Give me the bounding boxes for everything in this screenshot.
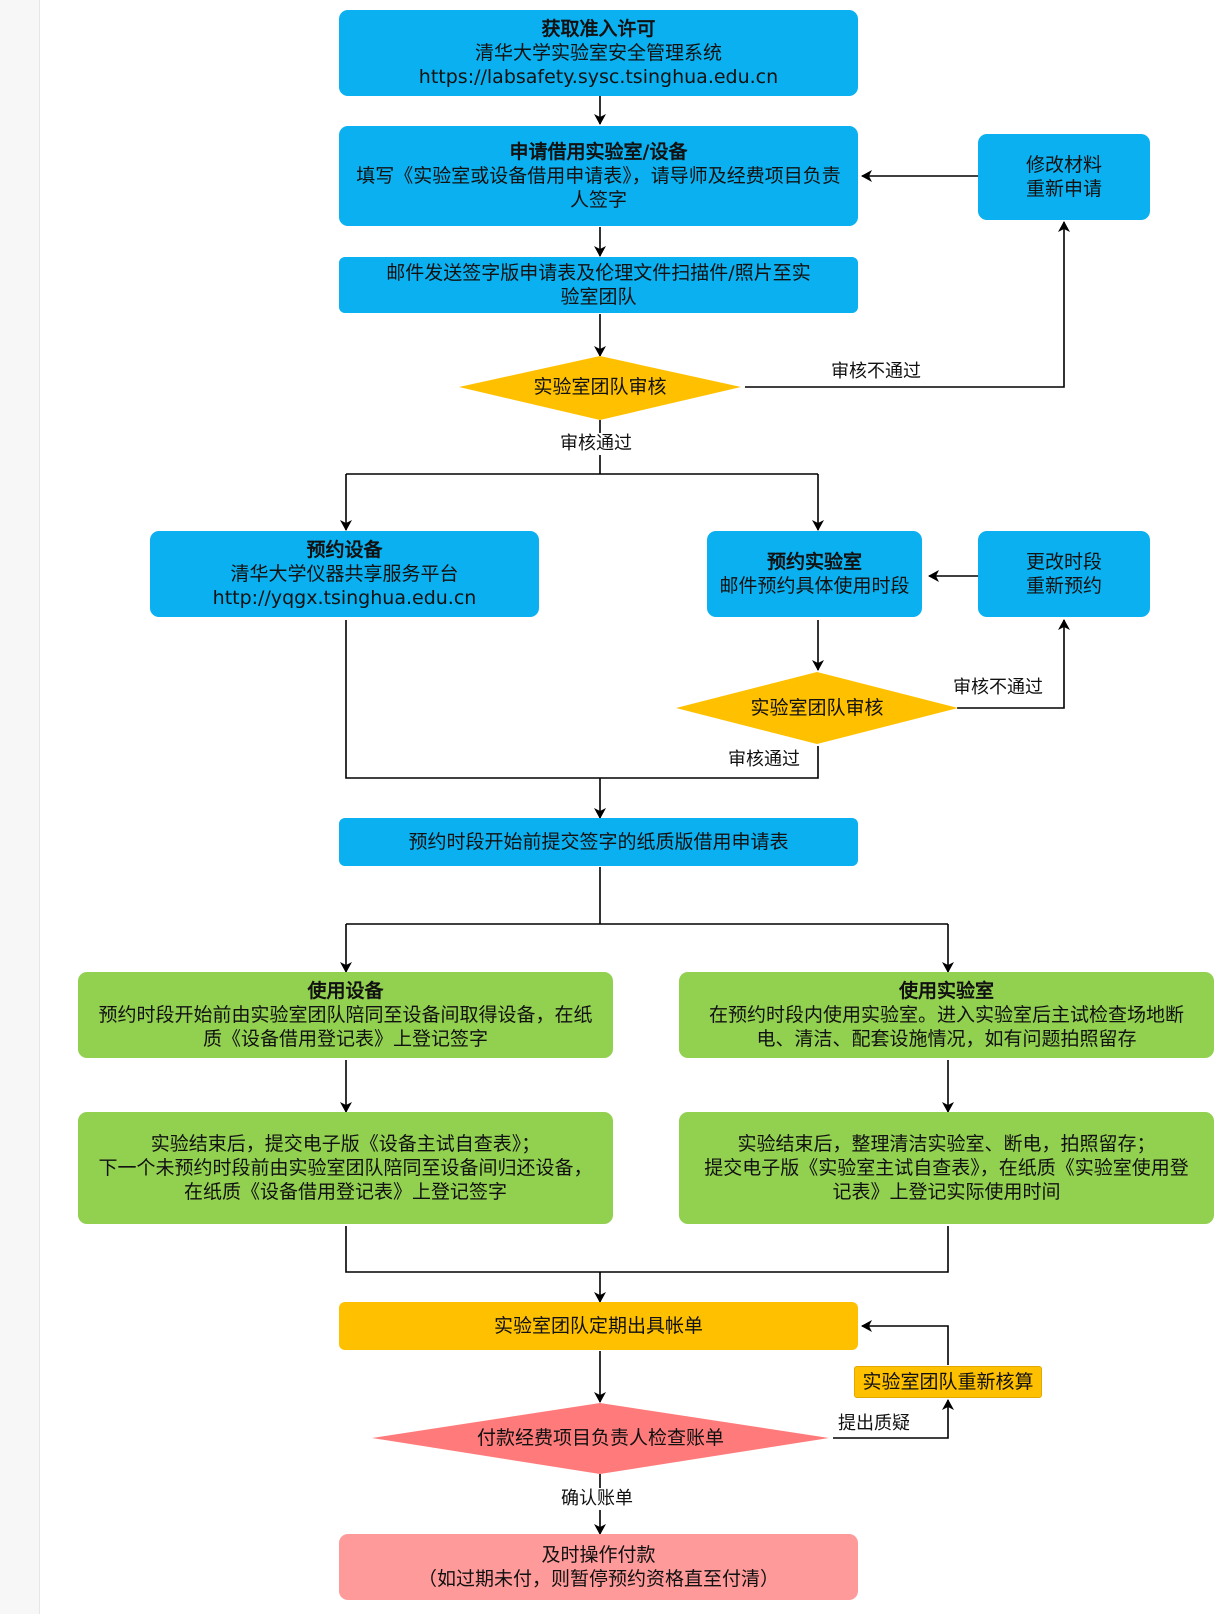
- recalc-tag: 实验室团队重新核算: [854, 1366, 1042, 1398]
- apply-title: 申请借用实验室/设备: [509, 141, 688, 163]
- arrow-review1-revise: [745, 221, 1070, 388]
- arrow-check-recalc: [833, 1399, 954, 1439]
- use-equipment-line2: 质《设备借用登记表》上登记签字: [202, 1028, 488, 1050]
- revise-line1: 修改材料: [1025, 154, 1102, 176]
- after-equipment-line2: 下一个未预约时段前由实验室团队陪同至设备间归还设备，: [98, 1157, 593, 1179]
- book-equipment-platform: 清华大学仪器共享服务平台: [230, 563, 459, 585]
- reject1-label: 审核不通过: [828, 361, 924, 383]
- apply-line1: 填写《实验室或设备借用申请表》，请导师及经费项目负责: [356, 165, 841, 187]
- review2-label: 实验室团队审核: [750, 697, 884, 719]
- pay-line1: 及时操作付款: [541, 1544, 656, 1566]
- after-lab-line1: 实验结束后，整理清洁实验室、断电，拍照留存；: [737, 1133, 1156, 1155]
- book-lab-box: 预约实验室 邮件预约具体使用时段: [707, 531, 922, 617]
- bill-box: 实验室团队定期出具帐单: [339, 1302, 858, 1350]
- use-lab-title: 使用实验室: [898, 980, 994, 1002]
- submit-paper-box: 预约时段开始前提交签字的纸质版借用申请表: [339, 818, 858, 866]
- permit-box: 获取准入许可 清华大学实验室安全管理系统 https://labsafety.s…: [339, 10, 858, 96]
- line-merge1: [345, 620, 819, 779]
- use-equipment-line1: 预约时段开始前由实验室团队陪同至设备间取得设备，在纸: [98, 1004, 593, 1026]
- use-lab-box: 使用实验室 在预约时段内使用实验室。进入实验室后主试检查场地断 电、清洁、配套设…: [679, 972, 1214, 1058]
- after-equipment-line3: 在纸质《设备借用登记表》上登记签字: [183, 1181, 507, 1203]
- permit-system: 清华大学实验室安全管理系统: [474, 42, 722, 64]
- review1-diamond: [459, 356, 741, 420]
- review2-diamond: [676, 672, 958, 744]
- pass1-label: 审核通过: [557, 433, 635, 455]
- pay-line2: （如过期未付，则暂停预约资格直至付清）: [417, 1568, 779, 1590]
- after-lab-box: 实验结束后，整理清洁实验室、断电，拍照留存； 提交电子版《实验室主试自查表》，在…: [679, 1112, 1214, 1224]
- revise-box: 修改材料 重新申请: [978, 134, 1150, 220]
- use-equipment-box: 使用设备 预约时段开始前由实验室团队陪同至设备间取得设备，在纸 质《设备借用登记…: [78, 972, 613, 1058]
- change-slot-line2: 重新预约: [1025, 575, 1102, 597]
- email-line2: 验室团队: [560, 286, 637, 308]
- apply-line2: 人签字: [569, 189, 627, 211]
- check-bill-diamond: [372, 1403, 829, 1474]
- revise-line2: 重新申请: [1025, 178, 1102, 200]
- change-slot-box: 更改时段 重新预约: [978, 531, 1150, 617]
- review1-label: 实验室团队审核: [533, 376, 667, 398]
- left-margin-bar: [0, 0, 40, 1614]
- use-lab-line1: 在预约时段内使用实验室。进入实验室后主试检查场地断: [708, 1004, 1184, 1026]
- book-equipment-url: http://yqgx.tsinghua.edu.cn: [212, 587, 477, 609]
- after-equipment-line1: 实验结束后，提交电子版《设备主试自查表》；: [150, 1133, 541, 1155]
- arrow-recalc-bill: [861, 1320, 949, 1365]
- book-lab-line1: 邮件预约具体使用时段: [719, 575, 910, 597]
- bill-text: 实验室团队定期出具帐单: [493, 1315, 703, 1337]
- permit-url: https://labsafety.sysc.tsinghua.edu.cn: [418, 66, 779, 88]
- after-equipment-box: 实验结束后，提交电子版《设备主试自查表》； 下一个未预约时段前由实验室团队陪同至…: [78, 1112, 613, 1224]
- arrow-review2-change: [957, 619, 1070, 709]
- confirm-label: 确认账单: [558, 1488, 636, 1510]
- check-bill-label: 付款经费项目负责人检查账单: [476, 1427, 724, 1449]
- line-merge2: [345, 1226, 949, 1273]
- apply-box: 申请借用实验室/设备 填写《实验室或设备借用申请表》，请导师及经费项目负责 人签…: [339, 126, 858, 226]
- pass2-label: 审核通过: [725, 749, 803, 771]
- reject2-label: 审核不通过: [950, 677, 1046, 699]
- change-slot-line1: 更改时段: [1025, 551, 1102, 573]
- permit-title: 获取准入许可: [541, 18, 656, 40]
- email-box: 邮件发送签字版申请表及伦理文件扫描件/照片至实 验室团队: [339, 257, 858, 313]
- book-equipment-title: 预约设备: [306, 539, 383, 561]
- submit-paper-text: 预约时段开始前提交签字的纸质版借用申请表: [408, 831, 789, 853]
- question-label: 提出质疑: [835, 1413, 913, 1435]
- after-lab-line3: 记表》上登记实际使用时间: [832, 1181, 1061, 1203]
- email-line1: 邮件发送签字版申请表及伦理文件扫描件/照片至实: [386, 262, 811, 284]
- pay-box: 及时操作付款 （如过期未付，则暂停预约资格直至付清）: [339, 1534, 858, 1600]
- after-lab-line2: 提交电子版《实验室主试自查表》，在纸质《实验室使用登: [704, 1157, 1189, 1179]
- book-equipment-box: 预约设备 清华大学仪器共享服务平台 http://yqgx.tsinghua.e…: [150, 531, 539, 617]
- use-lab-line2: 电、清洁、配套设施情况，如有问题拍照留存: [756, 1028, 1137, 1050]
- book-lab-title: 预约实验室: [766, 551, 862, 573]
- use-equipment-title: 使用设备: [307, 980, 384, 1002]
